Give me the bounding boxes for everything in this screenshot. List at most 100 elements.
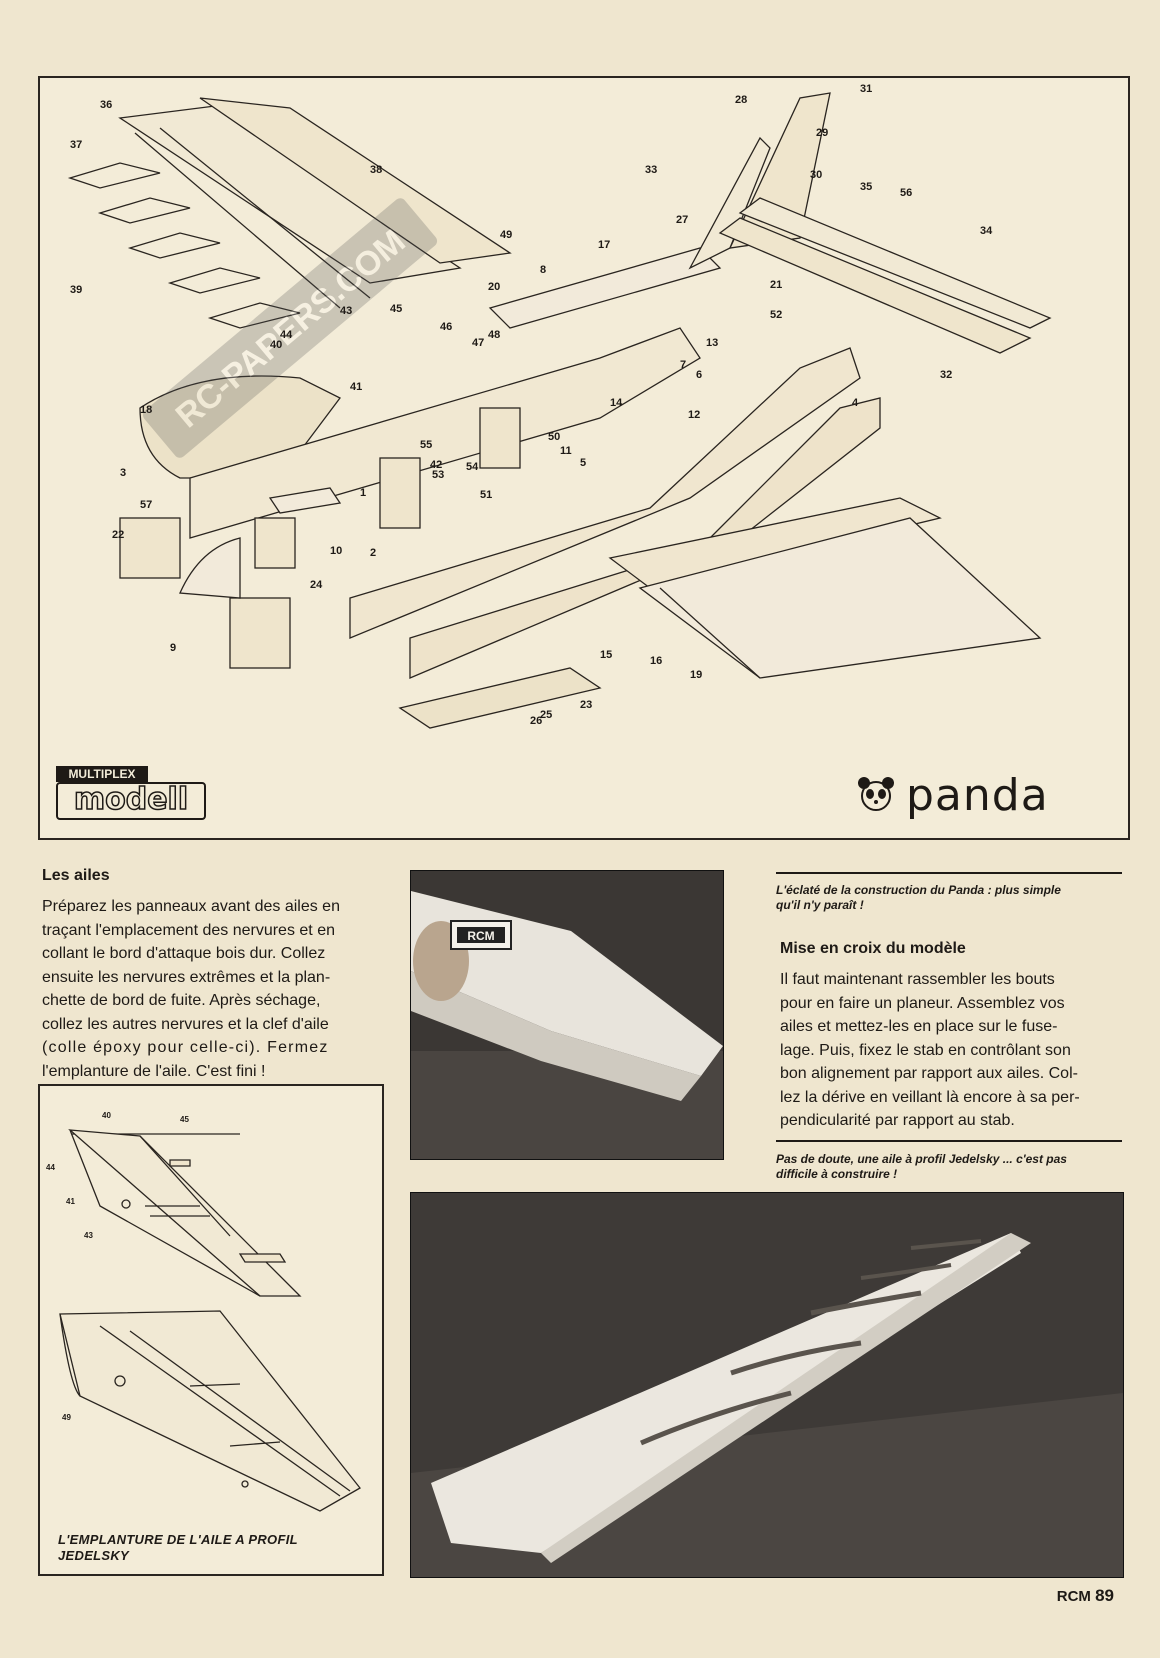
photo-wing-closeup: RCM	[410, 870, 724, 1160]
page-number: 89	[1095, 1586, 1114, 1605]
brand-name: panda	[906, 770, 1049, 821]
inset-callout-label: 41	[66, 1197, 75, 1206]
inset-callout-label: 45	[180, 1115, 189, 1124]
caption-rule-1	[776, 872, 1122, 874]
callout-label: 45	[390, 303, 402, 315]
callout-label: 20	[488, 281, 500, 293]
text-line: l'emplanture de l'aile. C'est fini !	[42, 1062, 266, 1080]
callout-label: 3	[120, 467, 126, 479]
caption-line: JEDELSKY	[58, 1548, 130, 1563]
callout-label: 17	[598, 239, 610, 251]
callout-label: 27	[676, 214, 688, 226]
callout-label: 9	[170, 642, 176, 654]
callout-label: 7	[680, 359, 686, 371]
photo-finished-wing	[410, 1192, 1124, 1578]
caption-exploded-view: L'éclaté de la construction du Panda : p…	[776, 883, 1122, 913]
text-line: chette de bord de fuite. Après séchage,	[42, 992, 321, 1009]
inset-callout-label: 49	[62, 1413, 71, 1422]
multiplex-logo: MULTIPLEX modell	[56, 766, 206, 820]
magazine-name: RCM	[1056, 1588, 1091, 1605]
callout-label: 26	[530, 715, 542, 727]
photo-tag-text: RCM	[467, 929, 494, 943]
text-line: ailes et mettez-les en place sur le fuse…	[780, 1018, 1058, 1035]
callout-label: 43	[340, 305, 352, 317]
callout-label: 54	[466, 461, 479, 473]
callout-label: 13	[706, 337, 718, 349]
callout-label: 30	[810, 169, 822, 181]
photo-wing-closeup-image: RCM	[411, 871, 723, 1159]
callout-label: 51	[480, 489, 492, 501]
callout-label: 2	[370, 547, 376, 559]
callout-label: 8	[540, 264, 546, 276]
caption-jedelsky: Pas de doute, une aile à profil Jedelsky…	[776, 1152, 1122, 1182]
callout-label: 47	[472, 337, 484, 349]
callout-label: 48	[488, 329, 500, 341]
text-line: lage. Puis, fixez le stab en contrôlant …	[780, 1041, 1071, 1059]
callout-label: 35	[860, 181, 872, 193]
callout-label: 32	[940, 369, 952, 381]
page-footer: RCM 89	[1057, 1586, 1114, 1606]
text-line: pendicularité par rapport au stab.	[780, 1112, 1015, 1129]
callout-label: 41	[350, 381, 362, 393]
callout-label: 53	[432, 469, 444, 481]
callout-label: 16	[650, 655, 662, 667]
callout-label: 38	[370, 164, 382, 176]
callout-label: 29	[816, 127, 828, 139]
inset-callout-label: 44	[46, 1163, 55, 1172]
callout-label: 24	[310, 579, 323, 591]
callout-label: 44	[280, 329, 293, 341]
text-line: ensuite les nervures extrêmes et la plan…	[42, 968, 331, 986]
inset-callout-label: 40	[102, 1111, 111, 1120]
callout-label: 50	[548, 431, 560, 443]
callout-label: 49	[500, 229, 512, 241]
callout-label: 5	[580, 457, 586, 469]
photo-finished-wing-image	[411, 1193, 1123, 1577]
section-body-assembly: Il faut maintenant rassembler les bouts …	[780, 968, 1125, 1133]
callout-label: 21	[770, 279, 782, 291]
callout-label: 23	[580, 699, 592, 711]
caption-line: Pas de doute, une aile à profil Jedelsky…	[776, 1152, 1067, 1166]
callout-label: 40	[270, 339, 282, 351]
text-line: Préparez les panneaux avant des ailes en	[42, 898, 340, 915]
logo-top-text: MULTIPLEX	[56, 766, 148, 782]
callout-label: 14	[610, 397, 623, 409]
callout-label: 56	[900, 187, 912, 199]
callout-label: 22	[112, 529, 124, 541]
callout-label: 52	[770, 309, 782, 321]
logo-bottom-text: modell	[56, 782, 206, 820]
callout-label: 25	[540, 709, 552, 721]
callout-label: 31	[860, 83, 872, 95]
callout-label: 57	[140, 499, 152, 511]
callout-label: 37	[70, 139, 82, 151]
callout-label: 19	[690, 669, 702, 681]
caption-line: difficile à construire !	[776, 1167, 898, 1181]
caption-line: qu'il n'y paraît !	[776, 898, 864, 912]
text-line: collant le bord d'attaque bois dur. Coll…	[42, 945, 326, 962]
section-title-assembly: Mise en croix du modèle	[780, 940, 966, 957]
caption-rule-2	[776, 1140, 1122, 1142]
callout-label: 55	[420, 439, 432, 451]
callout-label: 1	[360, 487, 366, 499]
caption-line: L'éclaté de la construction du Panda : p…	[776, 883, 1061, 897]
panda-icon	[858, 777, 894, 811]
diagram-drawing: RC-PAPERS.COM 36373839491720821522733283…	[67, 83, 1052, 729]
callout-label: 39	[70, 284, 82, 296]
callout-label: 36	[100, 99, 112, 111]
section-title-wings: Les ailes	[42, 867, 110, 884]
callout-label: 42	[430, 459, 442, 471]
callout-label: 10	[330, 545, 342, 557]
text-line: Il faut maintenant rassembler les bouts	[780, 971, 1055, 988]
text-line: pour en faire un planeur. Assemblez vos	[780, 994, 1065, 1012]
callout-label: 18	[140, 404, 152, 416]
callout-label: 6	[696, 369, 702, 381]
caption-line: L'EMPLANTURE DE L'AILE A PROFIL	[58, 1532, 298, 1547]
callout-label: 33	[645, 164, 657, 176]
text-line: (colle époxy pour celle-ci). Fermez	[42, 1039, 329, 1056]
section-body-wings: Préparez les panneaux avant des ailes en…	[42, 895, 382, 1083]
panda-brand: panda	[854, 770, 1094, 821]
callout-label: 34	[980, 225, 993, 237]
text-line: collez les autres nervures et la clef d'…	[42, 1015, 329, 1033]
